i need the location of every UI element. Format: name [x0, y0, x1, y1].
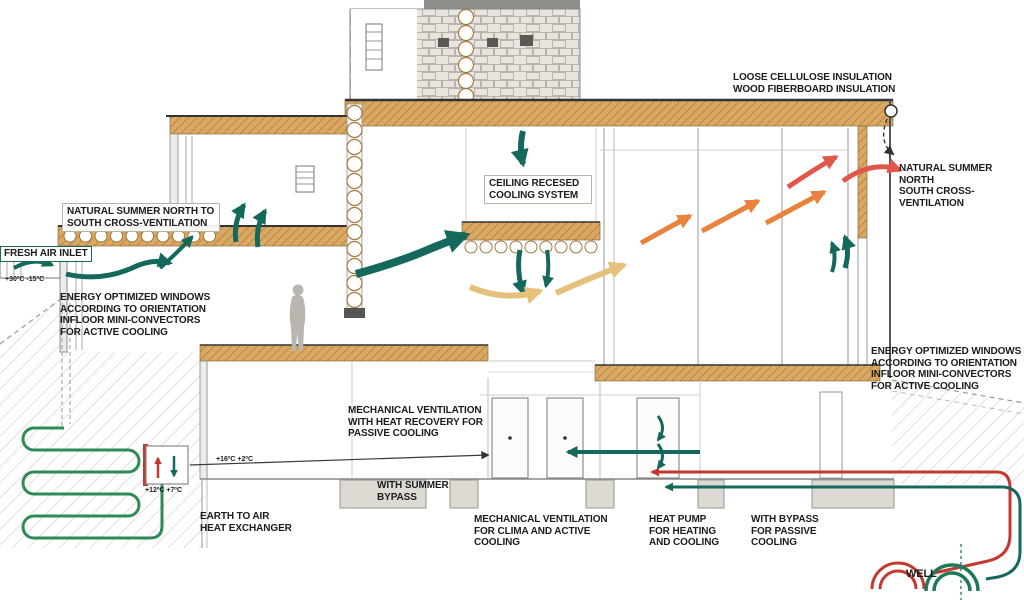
label-summer-bypass: WITH SUMMER BYPASS [377, 480, 449, 503]
building-structure [0, 0, 898, 509]
person-silhouette [289, 284, 306, 351]
right-wall-insulation [857, 125, 868, 239]
label-natural-vent-right: NATURAL SUMMER NORTH SOUTH CROSS-VENTILA… [899, 163, 993, 209]
label-windows-left: ENERGY OPTIMIZED WINDOWS ACCORDING TO OR… [60, 292, 211, 338]
tower-cap [424, 0, 580, 9]
cooling-slab [461, 221, 601, 241]
heat-exchanger-box [143, 444, 189, 486]
ground-right [891, 379, 1024, 484]
upper-left-roof [169, 115, 349, 135]
main-roof [344, 99, 894, 127]
well-hot-loop [870, 561, 926, 590]
label-ceiling-cooling: CEILING RECESED COOLING SYSTEM [484, 175, 592, 205]
footings [339, 479, 895, 509]
airflow-cool [13, 130, 856, 470]
supply-duct-line [189, 451, 490, 466]
label-insulation: LOOSE CELLULOSE INSULATION WOOD FIBERBOA… [733, 72, 896, 95]
label-bypass-passive: WITH BYPASS FOR PASSIVE COOLING [751, 514, 819, 549]
label-mech-vent-clima: MECHANICAL VENTILATION FOR CLIMA AND ACT… [474, 514, 608, 549]
well-pipes [650, 467, 1022, 600]
airflow-mixed [468, 261, 628, 304]
vent-grille [295, 165, 315, 193]
well-cold-loop [924, 563, 980, 592]
label-natural-vent-left: NATURAL SUMMER NORTH TO SOUTH CROSS-VENT… [62, 203, 220, 233]
earth-coil [21, 426, 164, 540]
airflow-hot [786, 154, 903, 190]
label-windows-right: ENERGY OPTIMIZED WINDOWS ACCORDING TO OR… [871, 346, 1022, 392]
label-temp-inlet: +30ºC -15ºC [5, 276, 45, 283]
label-temp-ground: +12ºC +7ºC [145, 487, 183, 494]
airflow-warm [639, 189, 827, 246]
label-fresh-air-inlet: FRESH AIR INLET [0, 246, 92, 262]
label-well: WELL [906, 568, 937, 580]
label-earth-exchanger: EARTH TO AIR HEAT EXCHANGER [200, 511, 292, 534]
cooling-slab-logs [464, 240, 598, 254]
central-log-column [346, 104, 363, 309]
label-mech-vent-passive: MECHANICAL VENTILATION WITH HEAT RECOVER… [348, 405, 483, 440]
roof-vent-pulley [884, 104, 898, 118]
floor-slab-left [199, 344, 489, 362]
label-temp-supply: +16ºC +2ºC [216, 456, 254, 463]
floor-slab-right [594, 364, 881, 382]
label-heat-pump: HEAT PUMP FOR HEATING AND COOLING [649, 514, 720, 549]
